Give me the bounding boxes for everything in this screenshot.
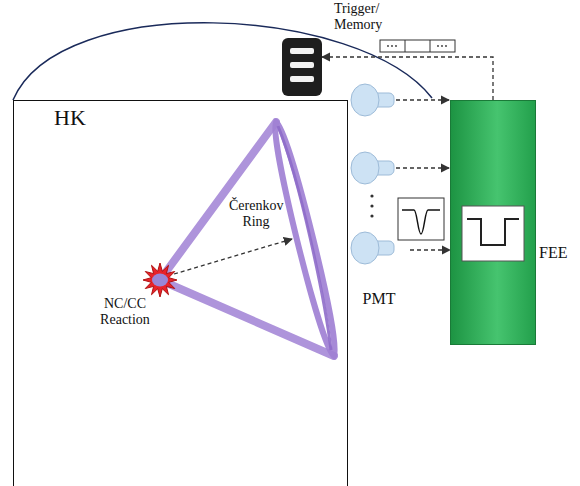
pmt-bulb (351, 232, 394, 264)
pmt-dots (370, 194, 373, 217)
star-burst (143, 263, 177, 297)
direction-arrow (174, 239, 292, 274)
ring-label: Čerenkov Ring (229, 198, 283, 230)
pmt-bulb (351, 84, 394, 116)
trigger-server: Trigger/ Memory (282, 38, 322, 96)
text-label: Čerenkov Ring (229, 198, 283, 229)
cerenkov-cone (160, 120, 342, 359)
node-label: HK (54, 105, 86, 130)
data-packet (380, 40, 455, 52)
star-core (152, 274, 168, 287)
fee-board: FEE (450, 100, 536, 345)
node-label: Trigger/ Memory (334, 1, 394, 33)
node-label: PMT (348, 290, 410, 308)
reaction-label: NC/CC Reaction (92, 296, 158, 328)
signal-connector (410, 249, 450, 250)
signal-arrow (396, 99, 449, 100)
node-label: FEE (539, 244, 567, 262)
pmt-bulb (351, 152, 394, 184)
fee-panel (451, 101, 537, 346)
server-slot (290, 62, 314, 68)
pmt-bulbs (351, 84, 394, 264)
signal-arrow (396, 167, 449, 168)
detector-tank: HK (13, 100, 348, 486)
server-slot (290, 48, 314, 54)
pmt-group: PMT (348, 80, 410, 308)
signal-connector (322, 57, 493, 100)
reaction-star (143, 263, 177, 297)
text-label: NC/CC Reaction (100, 296, 150, 327)
waveform-box (398, 198, 444, 240)
server-slot (290, 76, 314, 82)
